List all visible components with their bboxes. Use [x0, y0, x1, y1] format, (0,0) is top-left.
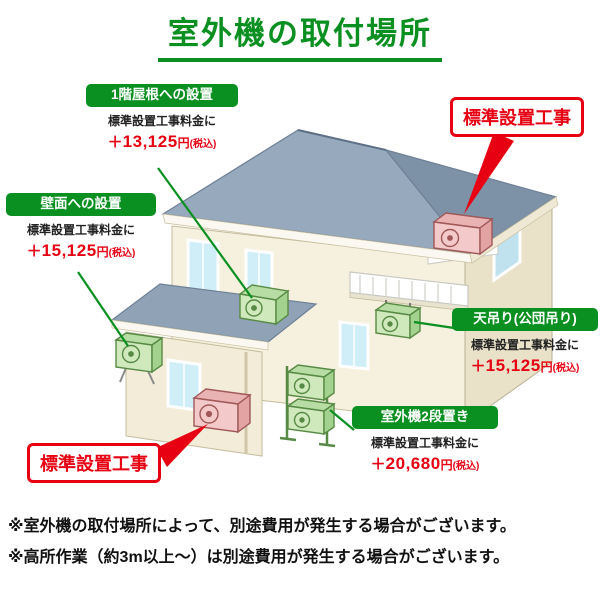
callout-wall-desc: 標準設置工事料金に — [26, 222, 135, 237]
callout-roof1f: 1階屋根への設置 標準設置工事料金に ＋13,125円(税込) — [86, 84, 238, 152]
callout-ceiling-desc: 標準設置工事料金に — [470, 337, 579, 352]
price-unit: 円 — [440, 457, 453, 472]
price-amount: 20,680 — [385, 453, 441, 473]
price-plus: ＋ — [107, 133, 123, 151]
leader-two-tier — [329, 409, 355, 431]
price-tax: (税込) — [108, 247, 136, 259]
leader-lines — [77, 167, 455, 431]
callout-two-tier-header: 室外機2段置き — [352, 406, 498, 429]
outdoor-unit-ground — [192, 388, 252, 434]
arrow-standard-bottom — [156, 424, 208, 467]
callout-wall-header: 壁面への設置 — [6, 193, 156, 216]
callout-ceiling: 天吊り(公団吊り) 標準設置工事料金に ＋15,125円(税込) — [452, 308, 598, 376]
price-unit: 円 — [540, 359, 553, 374]
outdoor-unit-balcony — [432, 212, 494, 256]
callout-wall: 壁面への設置 標準設置工事料金に ＋15,125円(税込) — [6, 193, 156, 261]
standard-install-badge-bottom: 標準設置工事 — [27, 443, 161, 483]
callout-two-tier-price: ＋20,680円(税込) — [352, 453, 498, 474]
window-1f — [338, 320, 370, 371]
callout-wall-price: ＋15,125円(税込) — [6, 240, 156, 261]
standard-install-badge-top: 標準設置工事 — [450, 97, 584, 137]
leader-wall — [77, 271, 129, 347]
price-plus: ＋ — [370, 455, 386, 473]
callout-roof1f-header: 1階屋根への設置 — [86, 84, 238, 107]
callout-ceiling-price: ＋15,125円(税込) — [452, 355, 598, 376]
callout-two-tier: 室外機2段置き 標準設置工事料金に ＋20,680円(税込) — [352, 406, 498, 474]
price-tax: (税込) — [452, 460, 480, 472]
price-amount: 13,125 — [122, 131, 178, 151]
page-title: 室外機の取付場所 — [158, 8, 442, 62]
footnote-1: ※室外機の取付場所によって、別途費用が発生する場合がございます。 — [8, 518, 516, 535]
callout-roof1f-desc: 標準設置工事料金に — [107, 113, 216, 128]
price-amount: 15,125 — [485, 355, 541, 375]
outdoor-unit-wall — [114, 332, 164, 385]
price-unit: 円 — [177, 135, 190, 150]
balcony — [349, 271, 469, 312]
outdoor-unit-ceiling — [374, 300, 422, 340]
standard-install-label: 標準設置工事 — [40, 454, 148, 474]
window-2f-left — [186, 238, 220, 296]
price-tax: (税込) — [189, 138, 217, 150]
outdoor-unit-two-tier — [279, 364, 336, 448]
price-amount: 15,125 — [41, 240, 97, 260]
footnote-2: ※高所作業（約3m以上～）は別途費用が発生する場合がございます。 — [8, 549, 510, 566]
title-wrap: 室外機の取付場所 — [0, 8, 600, 62]
price-tax: (税込) — [552, 362, 580, 374]
callout-roof1f-price: ＋13,125円(税込) — [86, 131, 238, 152]
price-plus: ＋ — [26, 242, 42, 260]
standard-install-label: 標準設置工事 — [463, 108, 571, 128]
price-plus: ＋ — [470, 357, 486, 375]
callout-ceiling-header: 天吊り(公団吊り) — [452, 308, 598, 331]
arrow-standard-top — [464, 132, 514, 214]
callout-two-tier-desc: 標準設置工事料金に — [370, 435, 479, 450]
leader-roof1f — [157, 167, 253, 299]
outdoor-unit-roof1f — [238, 284, 290, 326]
price-unit: 円 — [96, 244, 109, 259]
leader-ceiling — [413, 320, 455, 330]
